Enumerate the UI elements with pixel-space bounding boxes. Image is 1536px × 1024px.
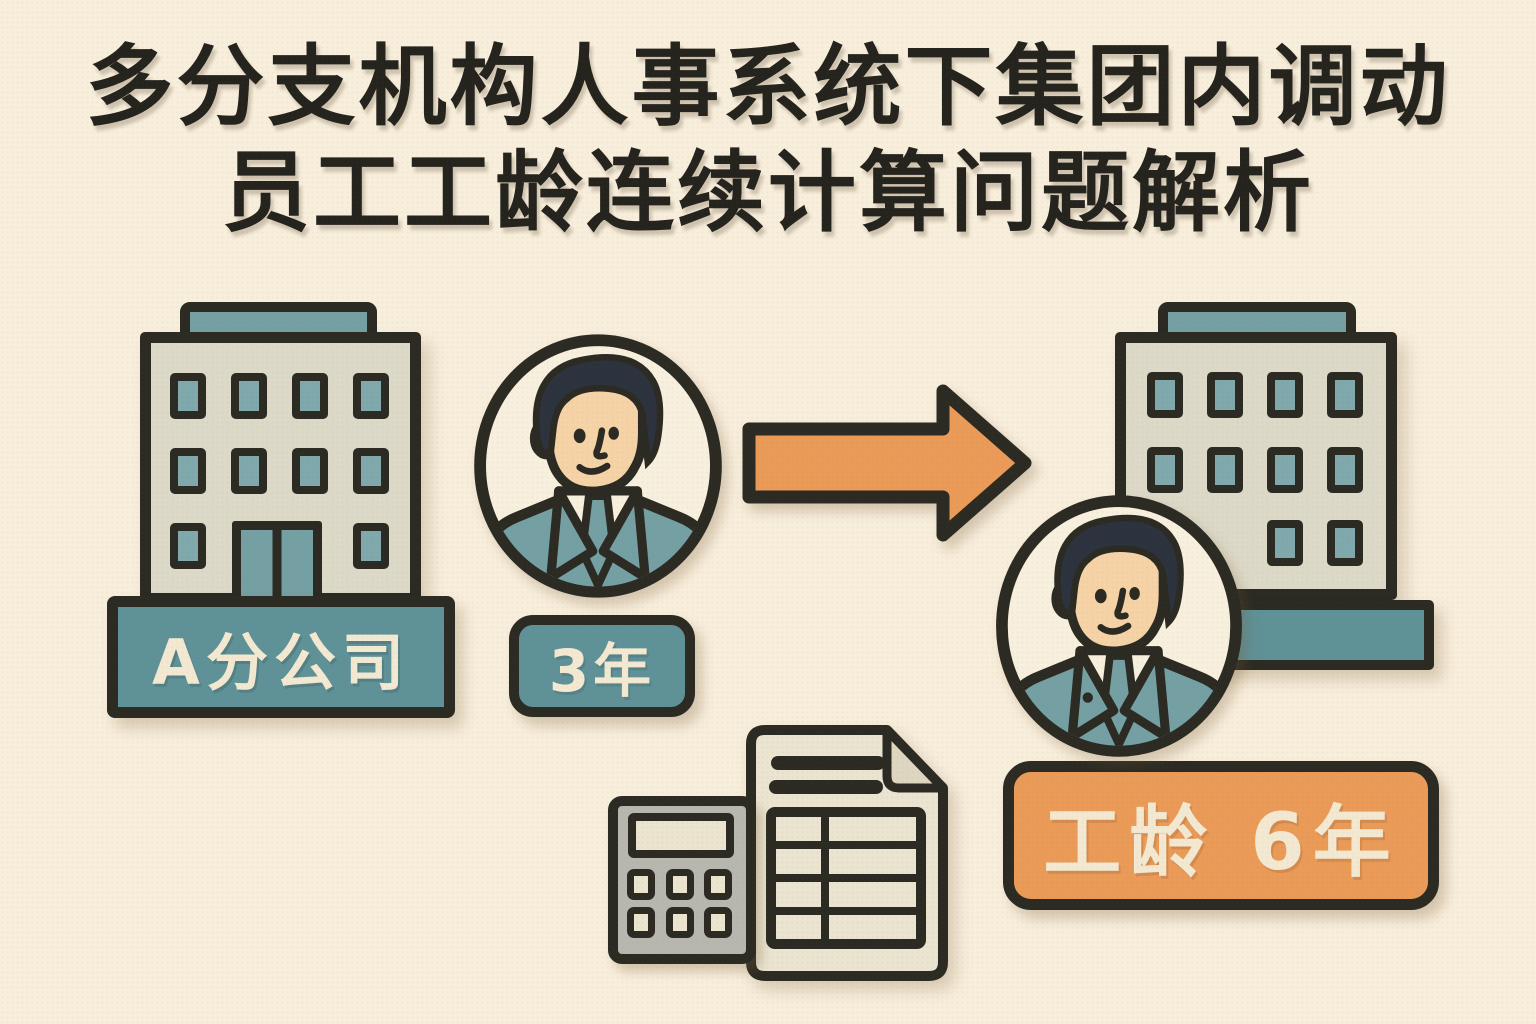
building-window: [170, 523, 206, 569]
calculator-icon: [608, 796, 756, 964]
page-title: 多分支机构人事系统下集团内调动 员工工龄连续计算问题解析: [0, 34, 1536, 246]
building-window: [1327, 520, 1363, 566]
title-line-2: 员工工龄连续计算问题解析: [221, 141, 1314, 244]
tenure-badge-label: 3年: [548, 637, 656, 705]
building-window: [353, 523, 389, 569]
building-window: [353, 373, 389, 419]
calculator-button: [627, 907, 655, 938]
building-window: [1207, 372, 1243, 418]
calculator-button: [666, 869, 694, 900]
tenure-badge: 3年: [509, 615, 695, 717]
building-window: [231, 448, 267, 494]
building-door: [232, 521, 322, 608]
seniority-badge-label: 工龄 6年: [1043, 797, 1399, 888]
building-window: [170, 373, 206, 419]
transfer-right-arrow-icon: [742, 384, 1032, 542]
calculator-button: [627, 869, 655, 900]
calculator-screen: [628, 813, 734, 858]
building-window: [170, 448, 206, 494]
employee-after-avatar-icon: [996, 495, 1242, 757]
building-window: [1267, 372, 1303, 418]
calculator-button: [704, 907, 732, 938]
seniority-badge: 工龄 6年: [1003, 761, 1439, 910]
branch-a-label: A分公司: [152, 626, 410, 699]
building-window: [1267, 520, 1303, 566]
building-window: [1147, 372, 1183, 418]
building-window: [1147, 447, 1183, 493]
employee-before-avatar-icon: [474, 334, 722, 598]
building-window: [353, 448, 389, 494]
building-window: [1267, 447, 1303, 493]
calculator-button: [666, 907, 694, 938]
building-window: [292, 448, 328, 494]
calculator-button: [704, 869, 732, 900]
title-line-1: 多分支机构人事系统下集团内调动: [85, 35, 1451, 138]
building-window: [231, 373, 267, 419]
building-window: [1327, 447, 1363, 493]
building-window: [292, 373, 328, 419]
branch-a-banner: A分公司: [107, 596, 455, 718]
building-window: [1327, 372, 1363, 418]
document-with-table-icon: [746, 725, 948, 981]
building-window: [1207, 447, 1243, 493]
